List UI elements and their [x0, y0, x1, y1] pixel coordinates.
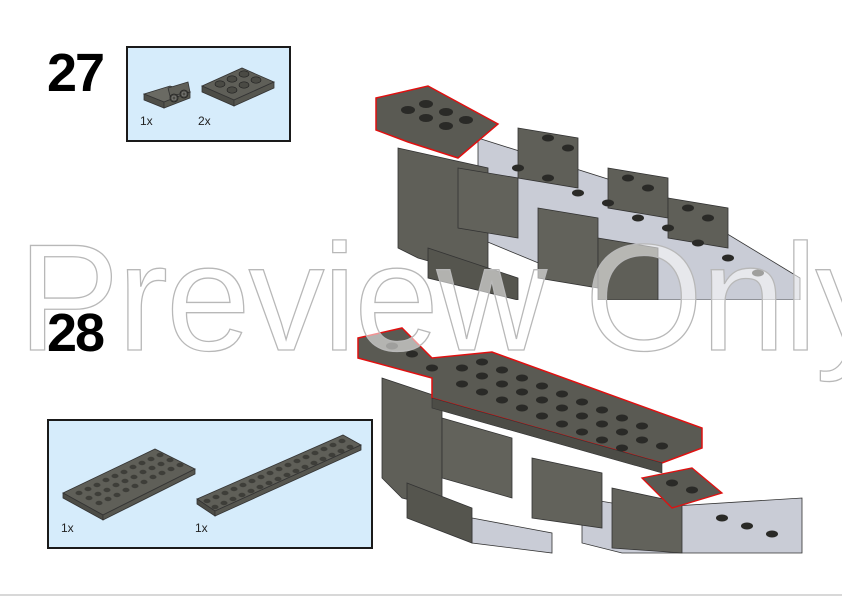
parts-callout: 1x 1x	[47, 419, 373, 549]
parts-callout: 1x 2x	[126, 46, 291, 142]
step-number: 28	[47, 303, 105, 363]
part-quantity: 1x	[61, 521, 74, 535]
part-quantity: 1x	[140, 114, 153, 128]
step-28-model-illustration	[357, 327, 803, 554]
step-27-model-illustration	[375, 85, 801, 300]
bracket-part-icon	[142, 81, 192, 109]
page-bottom-divider	[0, 594, 842, 596]
plate-2x16-part-icon	[196, 434, 362, 517]
plate-2x3-part-icon	[201, 67, 275, 107]
part-quantity: 1x	[195, 521, 208, 535]
plate-4x10-part-icon	[62, 448, 196, 521]
part-quantity: 2x	[198, 114, 211, 128]
step-number: 27	[47, 43, 105, 103]
